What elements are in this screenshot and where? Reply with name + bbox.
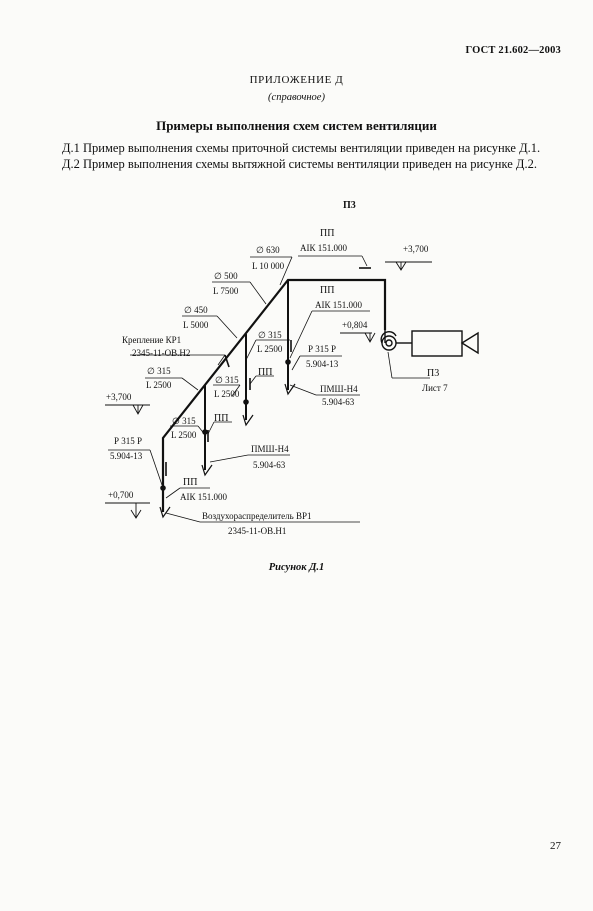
leader-lines xyxy=(108,255,430,523)
label-l10000: L 10 000 xyxy=(252,261,285,271)
label-d500: ∅ 500 xyxy=(214,271,238,281)
label-elev-top: +3,700 xyxy=(403,244,429,254)
label-list: Лист 7 xyxy=(422,383,448,393)
label-l2500-d: L 2500 xyxy=(171,430,197,440)
branch-ducts xyxy=(204,280,289,470)
label-pp-mid: ПП xyxy=(320,285,334,296)
label-pp-bottom: ПП xyxy=(183,477,197,488)
label-aik-mid: АIК 151.000 xyxy=(315,300,362,310)
label-pmsh-code-a: 5.904-63 xyxy=(322,397,355,407)
label-elev-0700: +0,700 xyxy=(108,490,134,500)
label-d315-d: ∅ 315 xyxy=(172,416,196,426)
paragraph-1: Д.1 Пример выполнения схемы приточной си… xyxy=(62,141,541,155)
damper-icons xyxy=(160,267,371,491)
paragraph-2: Д.2 Пример выполнения схемы вытяжной сис… xyxy=(62,157,537,171)
appendix-title: ПРИЛОЖЕНИЕ Д xyxy=(249,74,344,86)
label-l7500: L 7500 xyxy=(213,286,239,296)
label-aik-bottom: АIК 151.000 xyxy=(180,492,227,502)
label-code-b: 5.904-13 xyxy=(110,451,143,461)
page-number: 27 xyxy=(550,840,561,852)
label-l5000: L 5000 xyxy=(183,320,209,330)
ventilation-unit-box xyxy=(411,330,479,357)
label-kreplenie: Крепление КР1 xyxy=(122,335,181,345)
system-label: П3 xyxy=(343,200,356,211)
label-kreplenie-code: 2345-11-ОВ.Н2 xyxy=(132,348,190,358)
diffuser-icons xyxy=(159,383,296,519)
elevation-markers xyxy=(105,261,432,519)
label-top-aik: АIК 151.000 xyxy=(300,243,347,253)
label-d630: ∅ 630 xyxy=(256,245,280,255)
label-l2500-a: L 2500 xyxy=(257,344,283,354)
label-pp-c: ПП xyxy=(214,413,228,424)
label-d315-b: ∅ 315 xyxy=(215,375,239,385)
label-pmsh-b: ПМШ-Н4 xyxy=(251,444,289,454)
label-unit: П3 xyxy=(427,368,439,379)
label-vozd-code: 2345-11-ОВ.Н1 xyxy=(228,526,286,536)
figure-caption: Рисунок Д.1 xyxy=(268,562,325,573)
label-pp-b: ПП xyxy=(258,367,272,378)
label-vozd: Воздухораспределитель ВР1 xyxy=(202,511,311,521)
label-l2500-c: L 2500 xyxy=(146,380,172,390)
appendix-note: (справочное) xyxy=(268,92,325,103)
standard-code: ГОСТ 21.602—2003 xyxy=(465,45,561,56)
section-title: Примеры выполнения схем систем вентиляци… xyxy=(156,118,437,133)
label-elev-left: +3,700 xyxy=(106,392,132,402)
label-d450: ∅ 450 xyxy=(184,305,208,315)
label-pmsh-code-b: 5.904-63 xyxy=(253,460,286,470)
label-p315p-a: Р 315 Р xyxy=(308,344,336,354)
fan-icon xyxy=(380,330,397,351)
label-elev-0804: +0,804 xyxy=(342,320,368,330)
label-l2500-b: L 2500 xyxy=(214,389,240,399)
label-d315-c: ∅ 315 xyxy=(147,366,171,376)
label-pmsh-a: ПМШ-Н4 xyxy=(320,384,358,394)
label-code-a: 5.904-13 xyxy=(306,359,339,369)
label-top-pp: ПП xyxy=(320,228,334,239)
label-p315p-b: Р 315 Р xyxy=(114,436,142,446)
label-d315-a: ∅ 315 xyxy=(258,330,282,340)
